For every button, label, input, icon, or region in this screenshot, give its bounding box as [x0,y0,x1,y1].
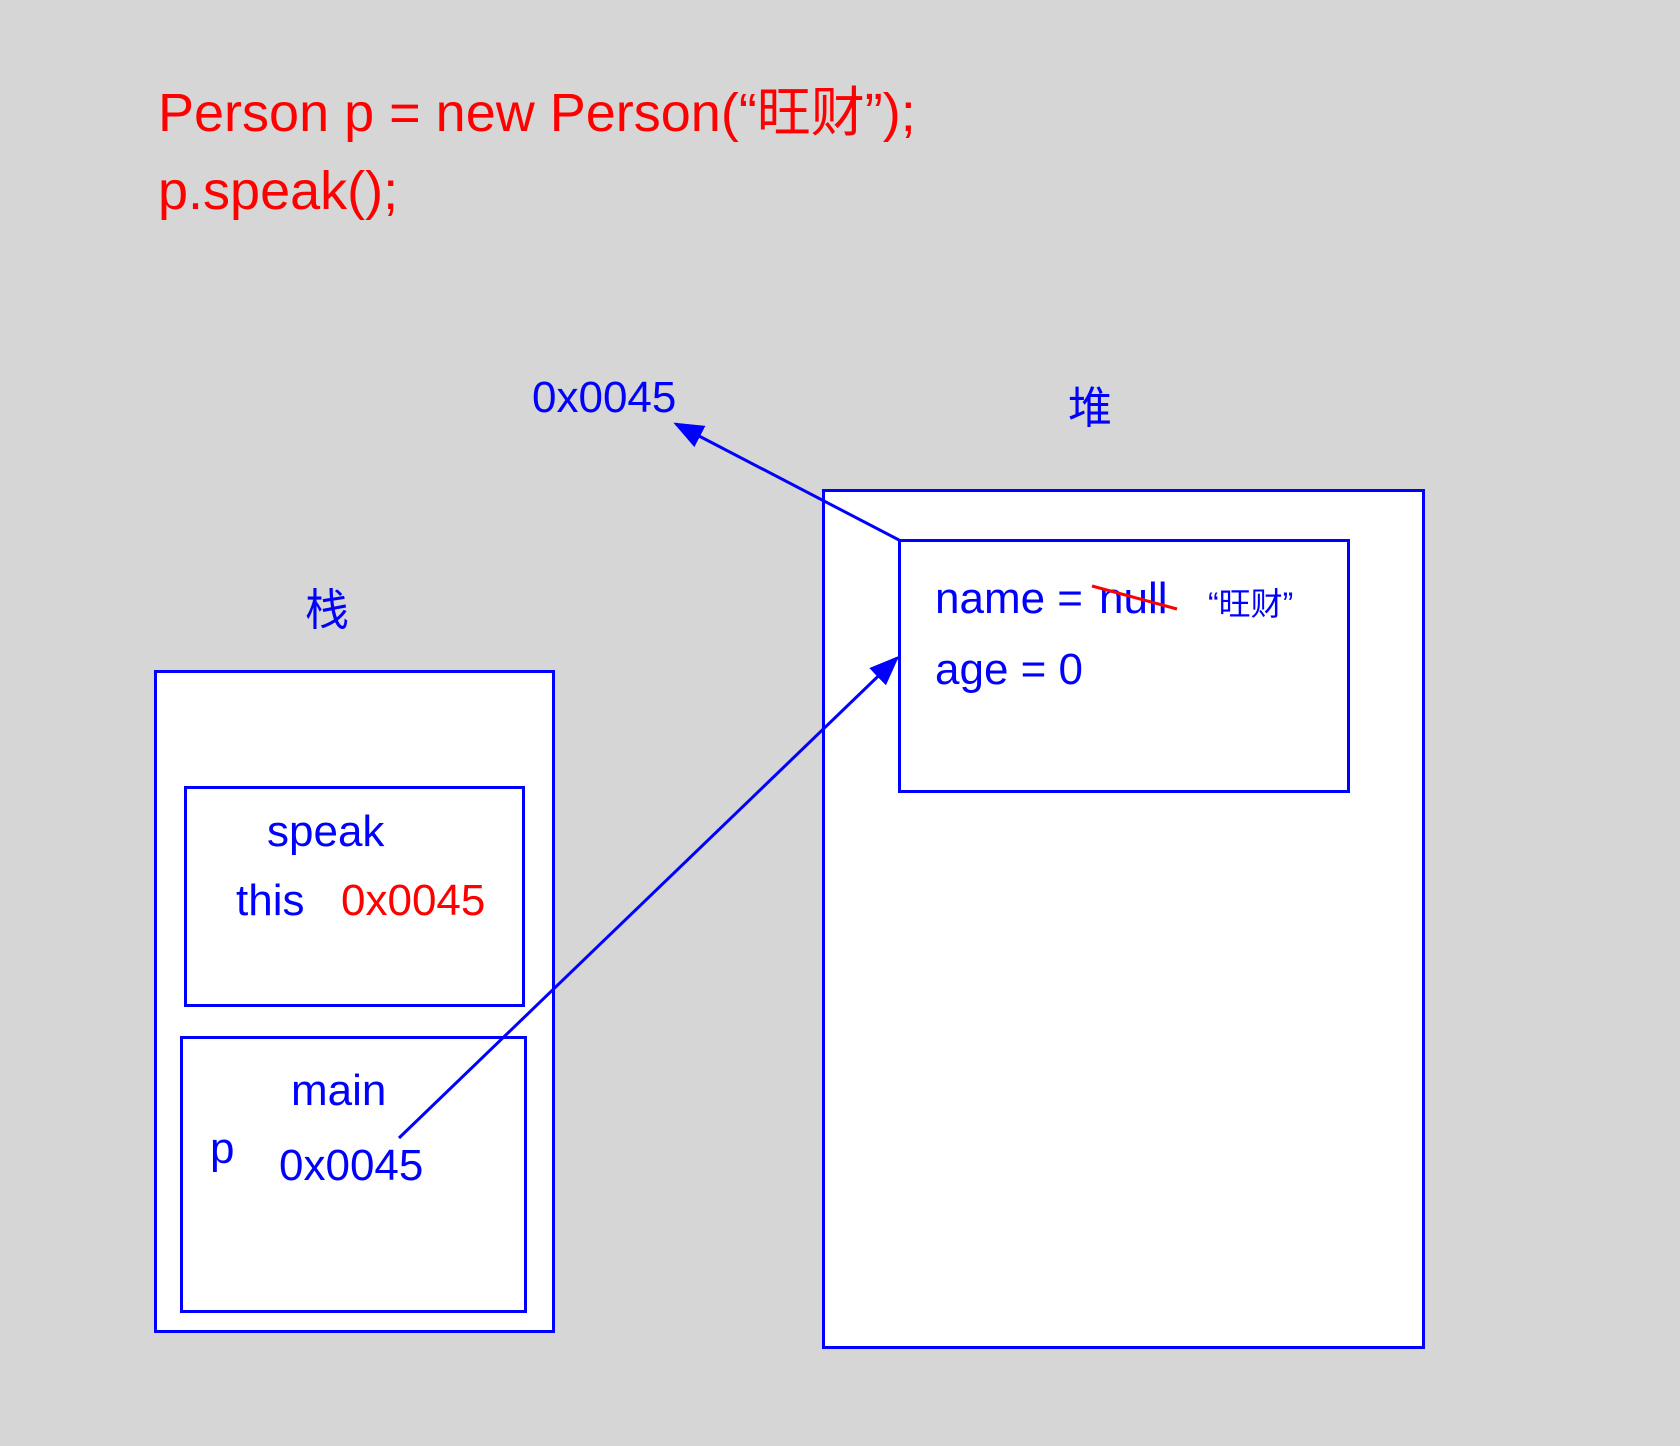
main-frame-var-name: p [210,1124,235,1173]
object-age-field: age = 0 [935,645,1084,694]
main-frame: main p 0x0045 [180,1036,527,1313]
speak-frame: speak this 0x0045 [184,786,525,1007]
speak-frame-var-name: this [236,876,305,925]
code-line-1: Person p = new Person(“旺财”); [158,83,916,143]
speak-frame-var-value: 0x0045 [341,876,486,925]
object-name-new-value: “旺财” [1208,586,1294,622]
main-frame-title: main [291,1066,387,1115]
main-frame-var-value: 0x0045 [279,1141,424,1190]
heap-object-box: name = null “旺财” age = 0 [898,539,1350,793]
object-address-label: 0x0045 [532,373,677,422]
speak-frame-title: speak [267,807,385,856]
object-name-field: name = [935,574,1083,623]
heap-title: 堆 [1068,384,1112,433]
stack-title: 栈 [305,586,349,635]
object-name-old-value: null [1099,574,1168,623]
code-line-2: p.speak(); [158,161,399,221]
